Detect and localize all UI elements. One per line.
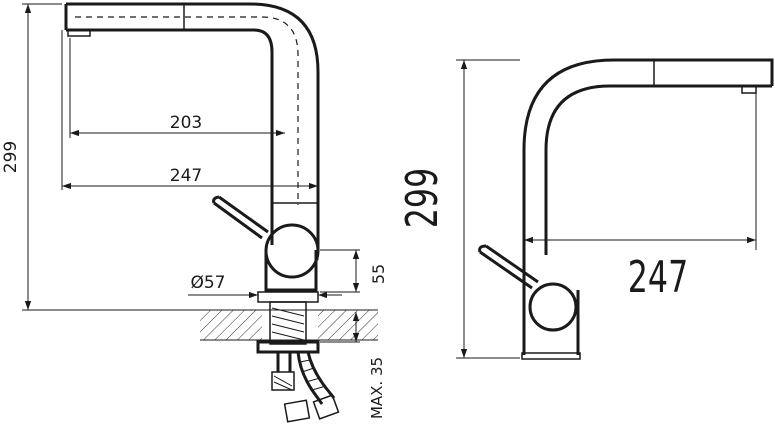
base-height-dimension: 55 [352, 250, 388, 292]
front-height-label: 299 [397, 168, 449, 228]
max-counter-dimension: MAX. 35 [352, 312, 386, 419]
front-extension-lines [456, 59, 757, 359]
supply-hoses [271, 351, 340, 423]
side-faucet-outline [64, 2, 320, 303]
side-reach-dimension: 247 [62, 166, 318, 190]
front-reach-label: 247 [628, 252, 688, 304]
front-faucet-outline [478, 58, 774, 360]
front-reach-dimension: 247 [524, 236, 756, 304]
base-diameter-label: Ø57 [190, 273, 225, 293]
side-height-dimension: 299 [1, 4, 32, 310]
base-diameter-dimension: Ø57 [188, 273, 342, 299]
counter-top-section [200, 301, 378, 354]
side-view: 299 203 247 Ø57 55 MAX. 35 [1, 2, 388, 423]
base-height-label: 55 [369, 264, 388, 284]
spout-inner-dimension: 203 [70, 113, 285, 137]
front-view: 299 247 [397, 58, 774, 360]
spout-inner-label: 203 [170, 113, 202, 133]
side-height-label: 299 [1, 141, 21, 173]
front-height-dimension: 299 [397, 60, 468, 358]
side-reach-label: 247 [170, 166, 202, 186]
max-counter-label: MAX. 35 [368, 357, 386, 419]
